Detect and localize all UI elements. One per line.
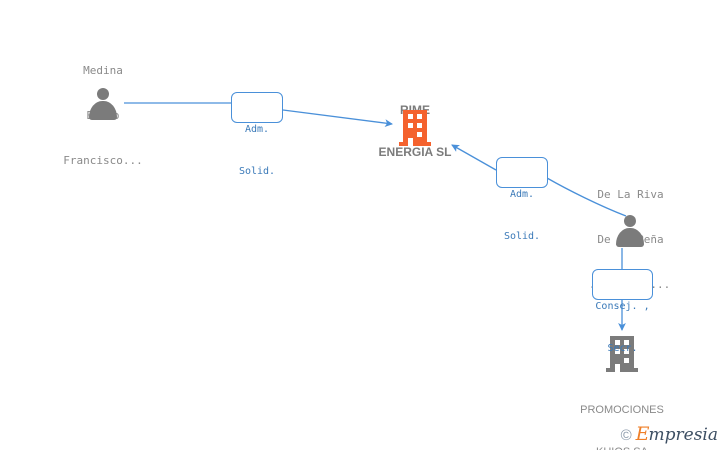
building-tower xyxy=(403,110,427,142)
watermark: © E mpresia xyxy=(620,423,719,445)
building-window xyxy=(615,340,620,345)
edge-label-line: Adm. xyxy=(244,124,270,135)
edge-label-adm-solid-delariva[interactable]: Adm. Solid. xyxy=(496,157,548,242)
building-door xyxy=(408,138,413,146)
building-window xyxy=(624,358,629,363)
person-head xyxy=(624,215,636,227)
building-window xyxy=(417,123,422,128)
building-window xyxy=(624,349,629,354)
building-icon[interactable] xyxy=(399,110,431,146)
person-body xyxy=(616,228,644,247)
person-icon[interactable] xyxy=(86,88,120,120)
watermark-brand-name: mpresia xyxy=(648,425,719,445)
person-head xyxy=(97,88,109,100)
node-label-company-khios: PROMOCIONES KHIOS SA xyxy=(552,375,692,450)
building-door xyxy=(615,364,620,372)
node-label-line: ENERGIA SL xyxy=(378,145,452,159)
node-label-line: Medina xyxy=(83,64,123,77)
person-icon[interactable] xyxy=(613,215,647,247)
building-base xyxy=(606,368,638,372)
building-base xyxy=(399,142,431,146)
node-label-line: Francisco... xyxy=(63,154,143,167)
person-body xyxy=(89,101,117,120)
building-tower xyxy=(610,336,634,368)
edge-label-line: Solid. xyxy=(503,231,541,242)
edge-label-line: Solid. xyxy=(238,166,276,177)
edge-label-adm-solid-medina[interactable]: Adm. Solid. xyxy=(231,92,283,177)
watermark-brand-initial: E xyxy=(635,423,650,445)
node-label-line: De La Riva xyxy=(597,188,664,201)
building-window xyxy=(615,349,620,354)
edge-label-line: Secr. xyxy=(607,343,638,354)
edge-label-line: Adm. xyxy=(509,189,535,200)
building-icon[interactable] xyxy=(606,336,638,372)
building-window xyxy=(417,132,422,137)
building-window xyxy=(408,114,413,119)
building-window xyxy=(417,114,422,119)
copyright-icon: © xyxy=(620,427,632,444)
edge-label-line: Consej. , xyxy=(595,301,650,312)
building-window xyxy=(624,340,629,345)
node-label-line: PROMOCIONES xyxy=(580,404,664,416)
node-label-line: KHIOS SA xyxy=(552,445,692,450)
edge-label-consej-secr[interactable]: Consej. , Secr. xyxy=(592,269,653,354)
building-window xyxy=(408,123,413,128)
